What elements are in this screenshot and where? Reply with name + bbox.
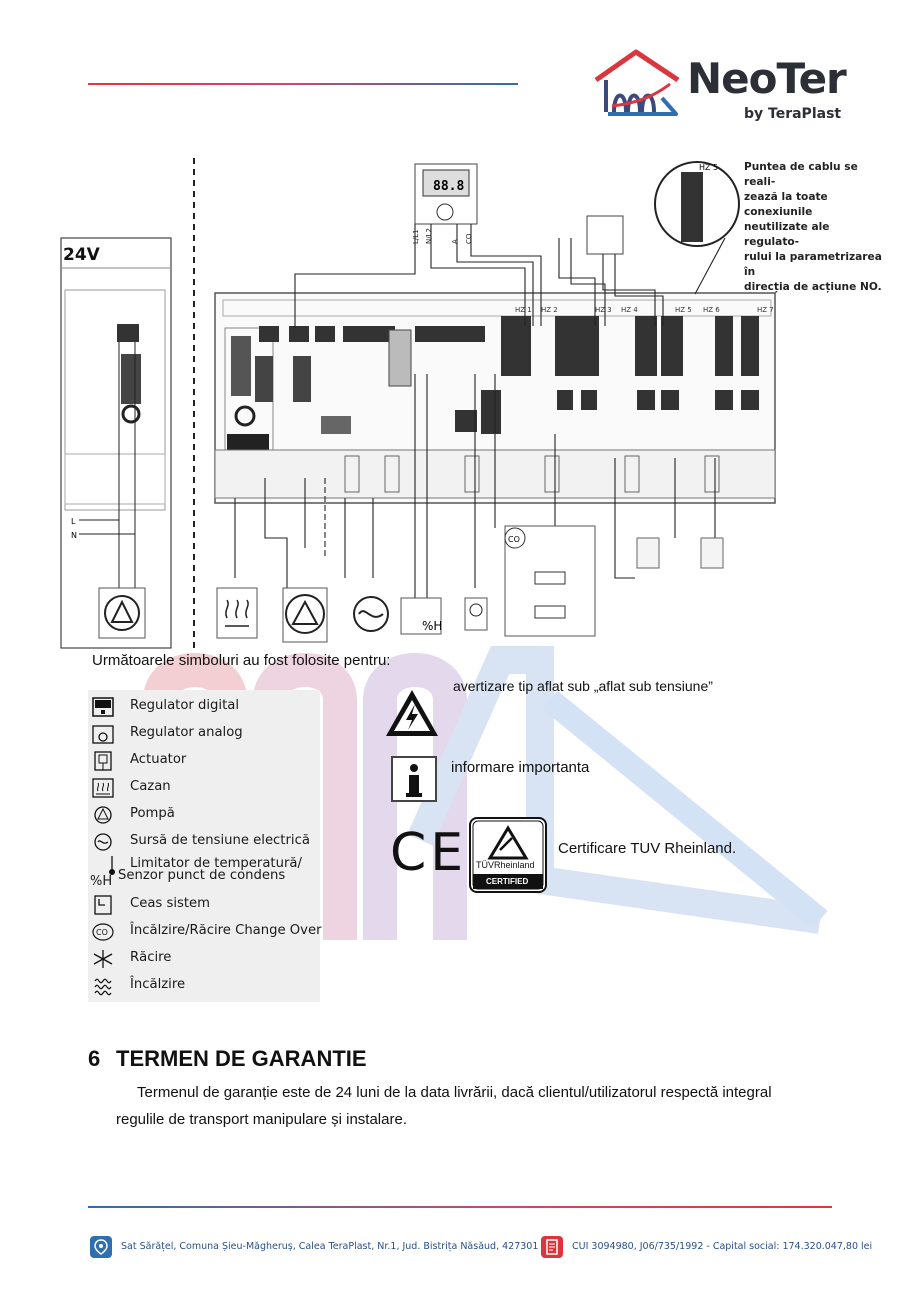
brand-name: NeoTer: [687, 54, 847, 103]
temperature-limiter-icon: [109, 856, 115, 875]
system-clock-icon: [94, 895, 112, 915]
symbol-legend: Regulator digital Regulator analog Actua…: [88, 690, 322, 1002]
svg-text:CO: CO: [465, 233, 473, 244]
svg-text:CO: CO: [508, 535, 520, 544]
svg-text:88.8: 88.8: [433, 179, 464, 194]
footer-divider: [88, 1206, 832, 1208]
voltage-label: 24V: [63, 245, 101, 265]
svg-text:%H: %H: [422, 619, 442, 633]
brand-subtitle: by TeraPlast: [744, 106, 842, 122]
svg-text:HZ 4: HZ 4: [621, 306, 638, 314]
heating-icon: [94, 978, 112, 996]
footer-company-info: CUI 3094980, J06/735/1992 - Capital soci…: [572, 1241, 873, 1252]
footer-address: Sat Sărățel, Comuna Șieu-Măgheruș, Calea…: [121, 1241, 539, 1252]
svg-text:L: L: [71, 517, 76, 526]
info-text: informare importanta: [451, 759, 590, 776]
actuator-icon: [94, 751, 112, 771]
symbols-intro: Următoarele simboluri au fost folosite p…: [92, 652, 391, 669]
svg-text:N/L2: N/L2: [425, 228, 433, 244]
power-source-icon: [94, 833, 112, 851]
location-pin-icon: [90, 1236, 112, 1258]
pump-icon: [94, 806, 112, 824]
svg-text:HZ 3: HZ 3: [595, 306, 612, 314]
svg-text:HZ 5: HZ 5: [699, 163, 718, 172]
tuv-certified-badge: TÜVRheinland CERTIFIED: [468, 816, 548, 894]
header-divider: [88, 83, 518, 85]
change-over-icon: CO: [92, 923, 114, 941]
bridge-note: Puntea de cablu se reali- zează la toate…: [744, 161, 882, 293]
boiler-icon: [92, 778, 114, 798]
analog-regulator-icon: [92, 725, 114, 744]
warranty-text-continued: regulile de transport manipulare și inst…: [116, 1111, 407, 1128]
svg-text:L/L1: L/L1: [412, 229, 420, 244]
svg-text:HZ 2: HZ 2: [541, 306, 558, 314]
ce-mark: CE: [390, 823, 468, 883]
roof-logo-icon: [594, 49, 680, 116]
wiring-diagram: 24V L N HZ 1 HZ 2 HZ 3 HZ 4 HZ 5: [60, 158, 776, 653]
dew-point-prefix: %H: [90, 874, 113, 889]
svg-text:HZ 6: HZ 6: [703, 306, 720, 314]
svg-text:HZ 5: HZ 5: [675, 306, 692, 314]
cooling-icon: [93, 950, 113, 968]
warranty-text: Termenul de garanție este de 24 luni de …: [137, 1084, 772, 1101]
high-voltage-warning-icon: [386, 690, 438, 736]
neoter-logo: NeoTer by TeraPlast: [592, 46, 847, 126]
info-icon: [391, 756, 437, 802]
svg-text:N: N: [71, 531, 77, 540]
warning-text: avertizare tip aflat sub „aflat sub tens…: [453, 678, 713, 694]
document-icon: [541, 1236, 563, 1258]
digital-regulator-icon: [92, 697, 114, 717]
certification-text: Certificare TUV Rheinland.: [558, 840, 737, 857]
svg-text:HZ 1: HZ 1: [515, 306, 532, 314]
svg-text:A: A: [451, 239, 459, 244]
svg-text:HZ 7: HZ 7: [757, 306, 774, 314]
svg-text:CO: CO: [96, 928, 108, 937]
